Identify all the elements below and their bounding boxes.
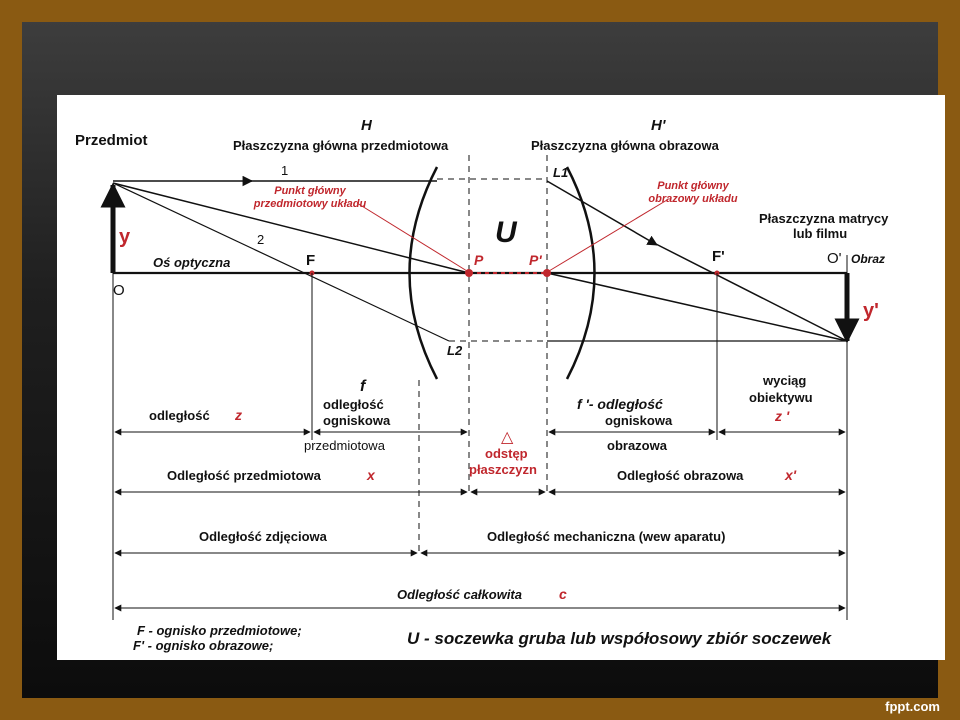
label-p-prime: P': [529, 252, 542, 268]
label-f-prime-dist-3: obrazowa: [607, 438, 668, 453]
label-h: H: [361, 117, 373, 134]
label-odleglosc-z: odległość: [149, 408, 210, 423]
label-o-prime: O': [827, 250, 842, 267]
label-odl-calkowita: Odległość całkowita: [397, 587, 522, 602]
legend-f-prime: F' - ognisko obrazowe;: [133, 638, 273, 653]
ray-2: [112, 182, 450, 342]
point-p: [465, 269, 473, 277]
label-plane-h: Płaszczyzna główna przedmiotowa: [233, 138, 449, 153]
slide-background: Przedmiot H H' Płaszczyzna główna przedm…: [22, 22, 945, 698]
legend-u: U - soczewka gruba lub współosowy zbiór …: [407, 629, 833, 648]
label-odl-zdjeciowa: Odległość zdjęciowa: [199, 529, 328, 544]
label-ray-2: 2: [257, 232, 264, 247]
annotation-line-pp: [548, 199, 668, 272]
label-odstep: odstęp: [485, 446, 528, 461]
label-f-prime: F': [712, 248, 725, 265]
ray-1-out: [546, 180, 658, 246]
label-os-optyczna: Oś optyczna: [153, 255, 230, 270]
label-plaszczyzn: płaszczyzn: [469, 462, 537, 477]
label-y-prime: y': [863, 300, 879, 322]
label-odl-obrazowa: Odległość obrazowa: [617, 468, 744, 483]
label-o: O: [113, 282, 125, 299]
diagram-panel: Przedmiot H H' Płaszczyzna główna przedm…: [57, 95, 945, 660]
label-u: U: [495, 216, 518, 249]
label-x: x: [366, 467, 376, 483]
watermark: fppt.com: [885, 699, 940, 714]
label-c: c: [559, 586, 567, 602]
label-matryca-1: Płaszczyzna matrycy: [759, 211, 889, 226]
legend-f: F - ognisko przedmiotowe;: [137, 623, 302, 638]
label-wyciag-2: obiektywu: [749, 390, 813, 405]
ray-1-out-b: [651, 241, 848, 342]
label-f-italic: f: [360, 378, 367, 395]
label-wyciag-1: wyciąg: [762, 373, 806, 388]
label-punkt-p-2: przedmiotowy układu: [253, 198, 367, 210]
lens-left-surface: [408, 166, 439, 380]
label-odl-mechaniczna: Odległość mechaniczna (wew aparatu): [487, 529, 725, 544]
label-obraz: Obraz: [851, 252, 885, 266]
label-ray-1: 1: [281, 163, 288, 178]
chief-ray-in: [112, 182, 470, 274]
label-p: P: [474, 252, 484, 268]
label-odl-ogn-2: ogniskowa: [323, 413, 391, 428]
label-z-prime: z ': [774, 408, 790, 424]
label-punkt-p-1: Punkt główny: [274, 185, 346, 197]
lens-diagram: Przedmiot H H' Płaszczyzna główna przedm…: [75, 117, 889, 653]
label-l1: L1: [553, 165, 568, 180]
label-plane-h-prime: Płaszczyzna główna obrazowa: [531, 138, 720, 153]
label-x-prime: x': [784, 467, 797, 483]
label-f-prime-dist-1: f '- odległość: [577, 396, 663, 412]
point-p-prime: [543, 269, 551, 277]
label-matryca-2: lub filmu: [793, 226, 847, 241]
label-l2: L2: [447, 343, 463, 358]
label-punkt-pp-2: obrazowy układu: [648, 193, 738, 205]
label-f-prime-dist-2: ogniskowa: [605, 413, 673, 428]
label-delta: △: [501, 429, 514, 446]
label-y: y: [119, 226, 131, 248]
label-odl-przedmiotowa: Odległość przedmiotowa: [167, 468, 322, 483]
label-przedmiot: Przedmiot: [75, 132, 148, 149]
label-f: F: [306, 252, 315, 269]
label-punkt-pp-1: Punkt główny: [657, 180, 729, 192]
label-h-prime: H': [651, 117, 666, 134]
lens-right-surface: [565, 166, 596, 380]
label-odl-ogn-3: przedmiotowa: [304, 438, 386, 453]
chief-ray-out: [546, 272, 848, 342]
label-z: z: [234, 407, 242, 423]
label-odl-ogn-1: odległość: [323, 397, 384, 412]
annotation-line-p: [356, 202, 468, 272]
